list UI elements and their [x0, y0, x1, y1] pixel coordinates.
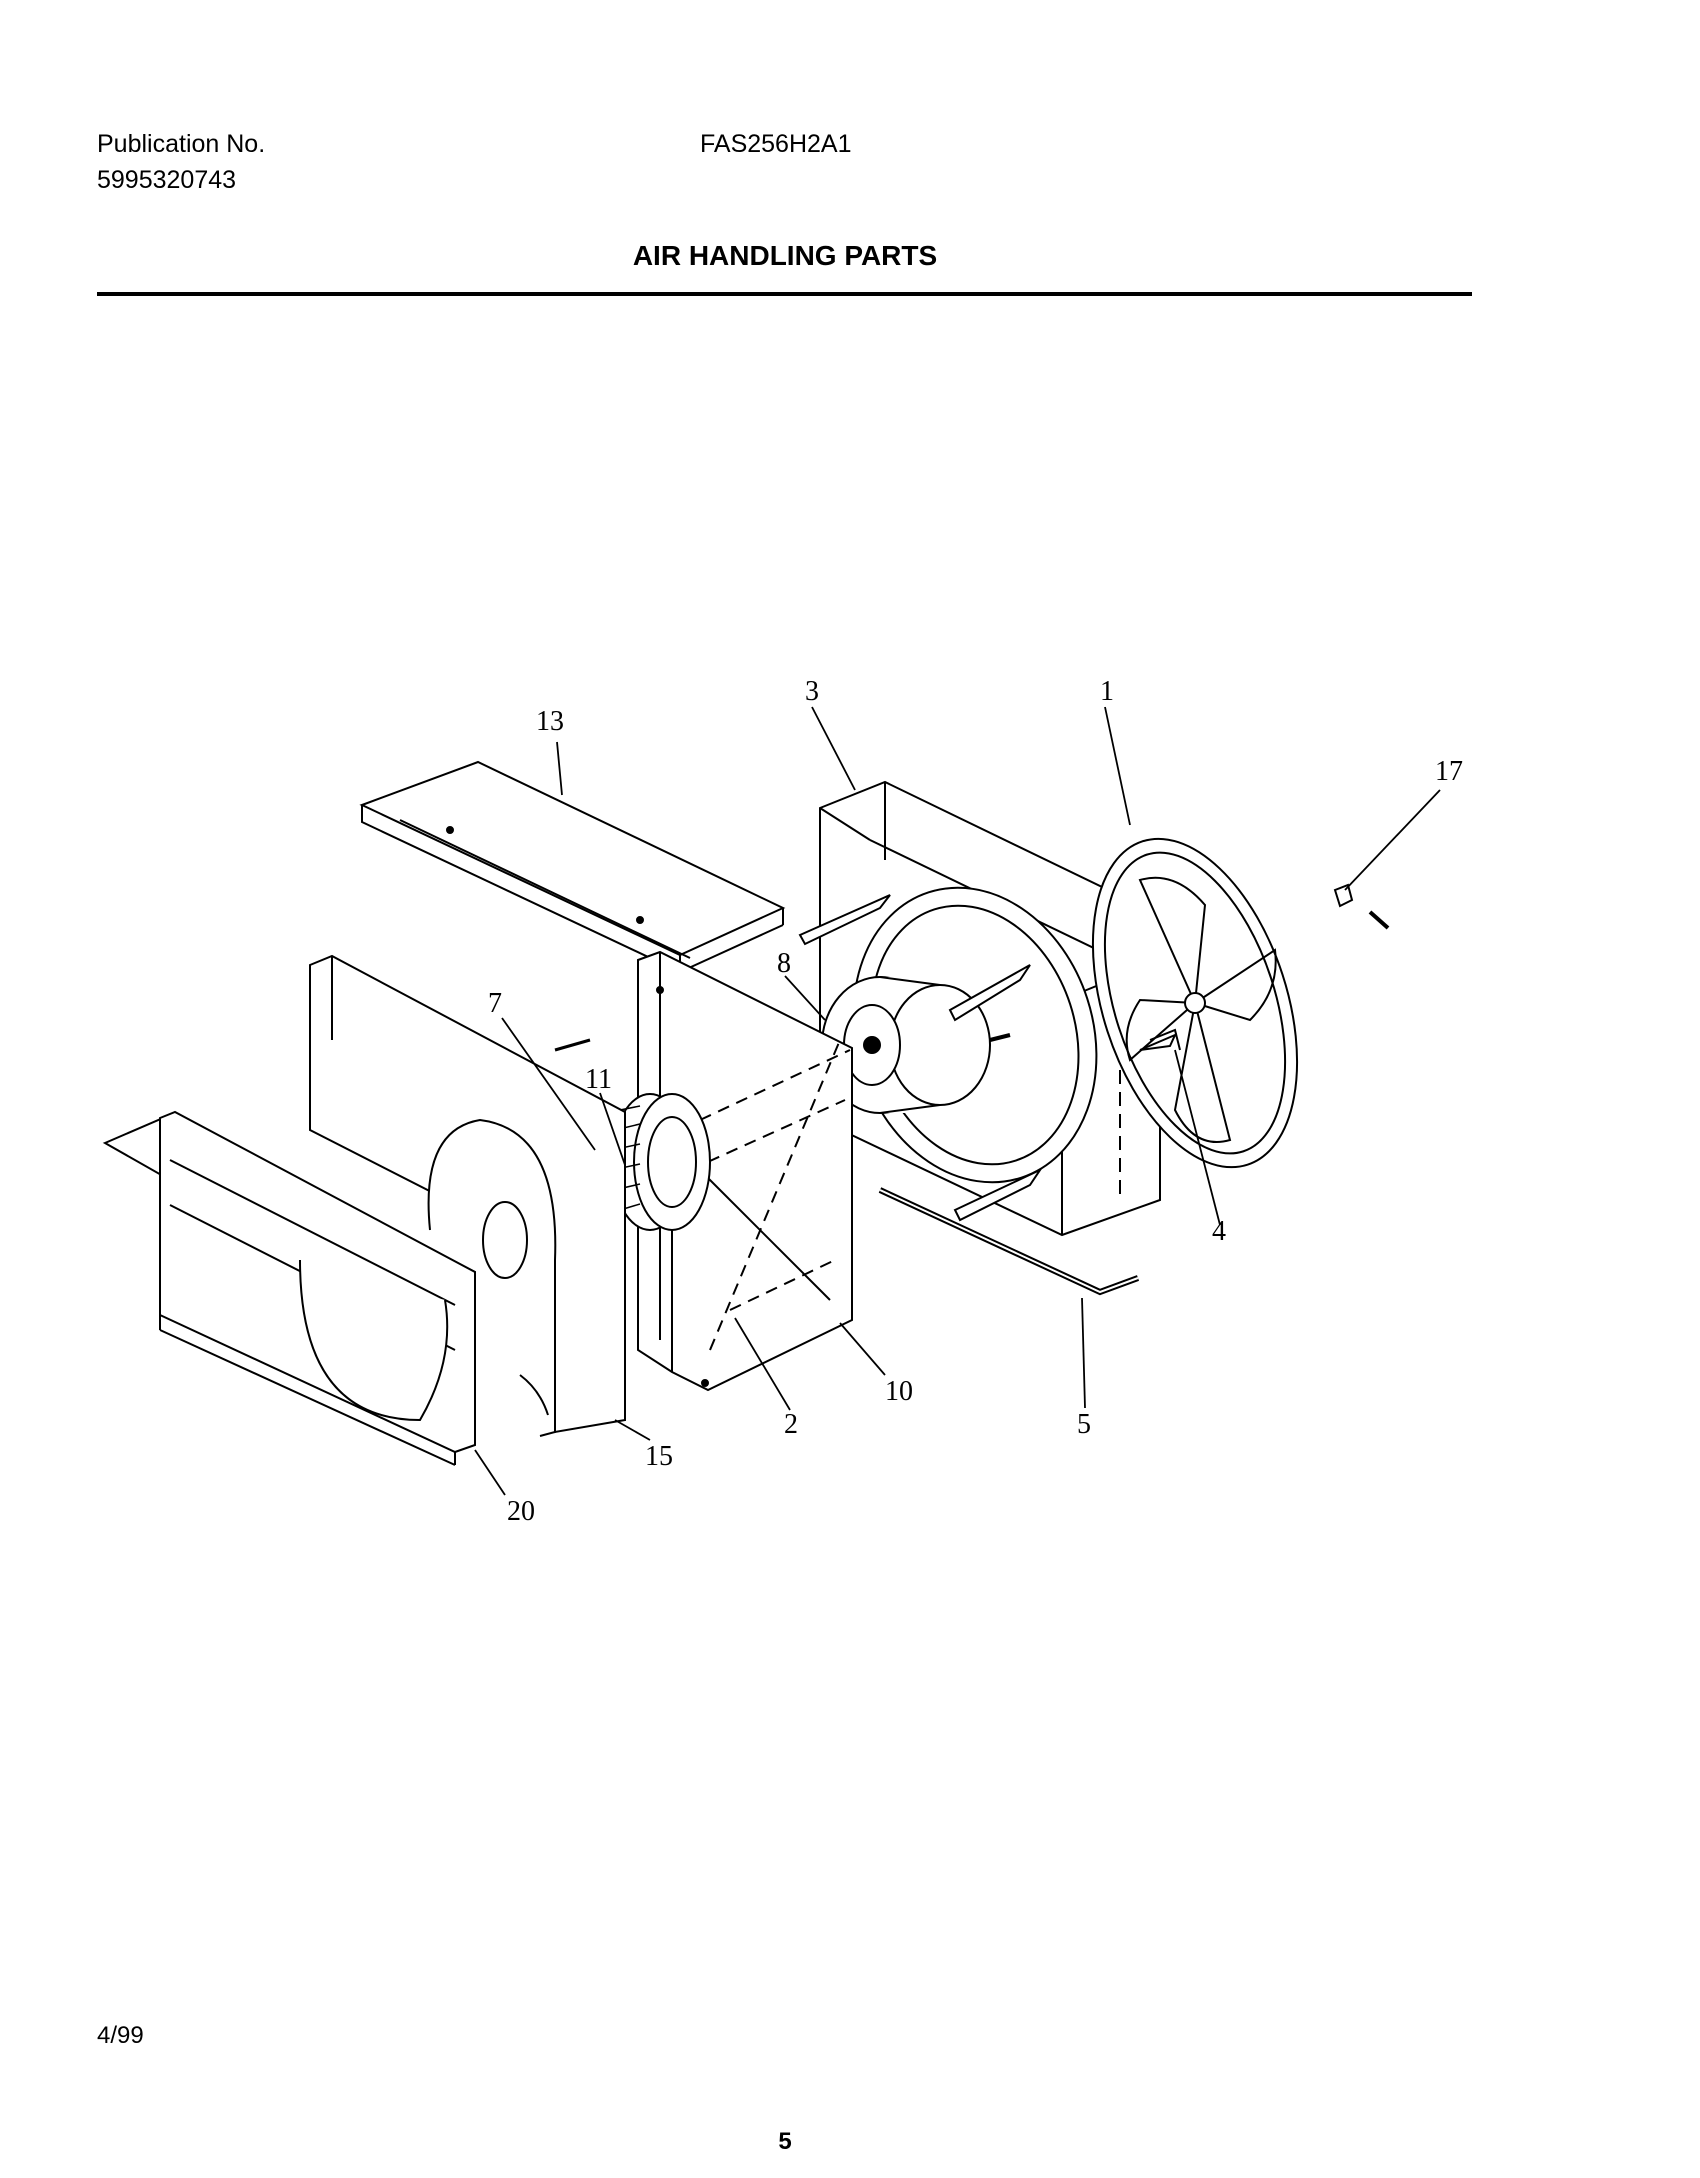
leader-lines [474, 706, 1441, 1496]
callout-10: 10 [885, 1376, 913, 1407]
part-7-screw [554, 1038, 591, 1052]
publication-label: Publication No. [97, 130, 266, 158]
part-5-tube [878, 1187, 1140, 1296]
model-number: FAS256H2A1 [700, 130, 852, 158]
page-number: 5 [778, 2128, 792, 2155]
callout-11: 11 [585, 1064, 612, 1095]
callout-4: 4 [1212, 1216, 1226, 1247]
callout-17: 17 [1435, 756, 1463, 787]
part-2-alignment-lines [689, 1039, 851, 1351]
callout-20: 20 [507, 1496, 535, 1527]
callout-7: 7 [488, 988, 502, 1019]
part-1-condenser-fan [1091, 837, 1299, 1169]
mounting-arrows [798, 894, 1177, 1222]
page-title: AIR HANDLING PARTS [632, 240, 938, 271]
callout-1: 1 [1100, 676, 1114, 707]
part-4-clip [1149, 1028, 1181, 1051]
callout-5: 5 [1077, 1409, 1091, 1440]
publication-number: 5995320743 [97, 166, 237, 194]
callout-13: 13 [536, 706, 564, 737]
part-13-top-cover [359, 760, 786, 974]
part-11-blower-wheel [611, 1093, 711, 1231]
publication-date: 4/99 [97, 2022, 144, 2049]
part-15-scroll-housing [309, 954, 626, 1437]
part-17-fastener [1333, 883, 1390, 930]
callout-8: 8 [777, 948, 791, 979]
part-20-front-frame [102, 1110, 476, 1466]
header-rule [97, 292, 1472, 296]
callout-15: 15 [645, 1441, 673, 1472]
callout-3: 3 [805, 676, 819, 707]
callout-2: 2 [784, 1409, 798, 1440]
